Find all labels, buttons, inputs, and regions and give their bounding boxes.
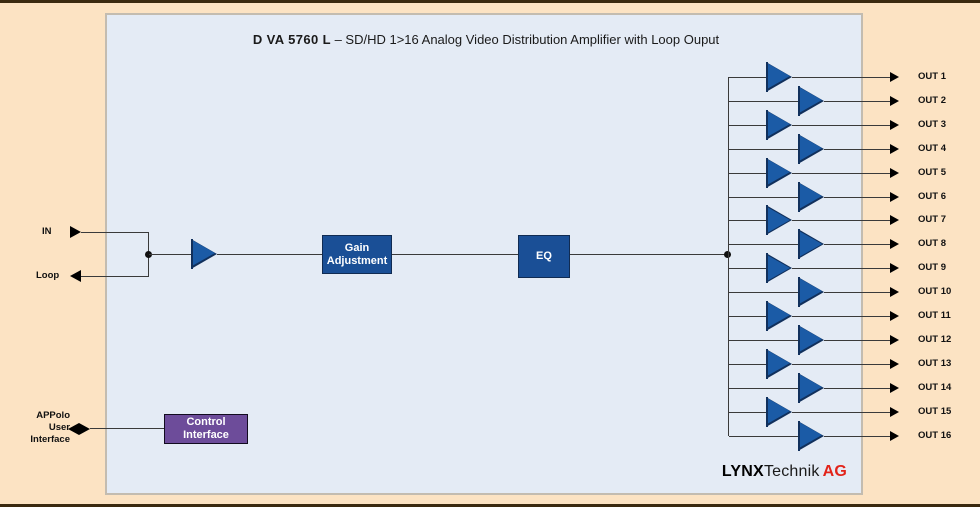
in-arrow-icon (70, 226, 81, 238)
output-bus-tap-line (729, 124, 766, 126)
control-interface-label: Control Interface (183, 416, 229, 441)
output-signal-line (824, 339, 890, 341)
output-bus-tap-line (729, 411, 766, 413)
output-arrow-icon (890, 263, 899, 274)
output-label-10: OUT 10 (918, 286, 952, 298)
logo-lynx-text: LYNX (721, 463, 764, 480)
product-description: – SD/HD 1>16 Analog Video Distribution A… (334, 32, 720, 47)
output-label-3: OUT 3 (918, 118, 946, 130)
output-signal-line (792, 124, 890, 126)
output-signal-line (792, 316, 890, 317)
output-signal-line (792, 363, 890, 365)
input-junction-node (145, 251, 152, 258)
output-arrow-icon (890, 430, 899, 441)
output-label-4: OUT 4 (918, 142, 946, 154)
appolo-user-interface-label: APPolo User Interface (30, 410, 70, 445)
output-label-2: OUT 2 (918, 94, 946, 106)
output-bus-tap-line (729, 148, 798, 150)
output-label-13: OUT 13 (918, 357, 952, 369)
output-signal-line (792, 77, 890, 78)
eq-label: EQ (536, 250, 552, 262)
loop-port-label: Loop (36, 270, 60, 281)
eq-to-bus-line (570, 254, 731, 255)
amp-to-gain-line (217, 254, 324, 255)
output-label-5: OUT 5 (918, 166, 946, 178)
output-signal-line (824, 196, 890, 198)
eq-block[interactable]: EQ (518, 235, 570, 278)
output-bus-tap-line (729, 220, 766, 222)
output-signal-line (824, 244, 890, 246)
output-label-15: OUT 15 (918, 405, 952, 417)
output-label-12: OUT 12 (918, 333, 952, 345)
output-arrow-icon (890, 358, 899, 369)
in-signal-line (81, 232, 149, 233)
in-port-label: IN (42, 226, 52, 237)
output-arrow-icon (890, 334, 899, 345)
output-label-11: OUT 11 (918, 310, 951, 321)
output-arrow-icon (890, 215, 899, 226)
output-arrow-icon (890, 119, 899, 130)
output-arrow-icon (890, 143, 899, 154)
output-bus-tap-line (729, 100, 798, 102)
input-to-amp-line (149, 254, 193, 255)
output-signal-line (824, 387, 890, 389)
output-arrow-icon (890, 72, 899, 82)
loop-signal-line (81, 276, 149, 277)
gain-to-eq-line (392, 254, 518, 255)
output-bus-tap-line (729, 77, 766, 78)
output-signal-line (792, 411, 890, 413)
output-label-1: OUT 1 (918, 71, 946, 82)
output-arrow-icon (890, 95, 899, 106)
output-label-9: OUT 9 (918, 262, 946, 274)
output-arrow-icon (890, 191, 899, 202)
logo-ag-text: AG (822, 463, 847, 480)
output-arrow-icon (890, 239, 899, 250)
output-signal-line (824, 435, 890, 437)
output-bus-tap-line (729, 268, 766, 270)
output-bus-tap-line (729, 363, 766, 365)
logo-technik-text: Technik (763, 463, 820, 480)
output-arrow-icon (890, 406, 899, 417)
output-label-6: OUT 6 (918, 190, 946, 202)
output-bus-tap-line (729, 196, 798, 198)
output-bus-tap-line (729, 316, 766, 317)
control-interface-block[interactable]: Control Interface (164, 414, 248, 444)
bidirectional-arrow-icon (68, 422, 92, 436)
output-label-16: OUT 16 (918, 429, 952, 441)
output-arrow-icon (890, 382, 899, 393)
output-signal-line (792, 268, 890, 270)
output-signal-line (792, 220, 890, 222)
distribution-bus-node (724, 251, 731, 258)
gain-adjustment-label: Gain Adjustment (326, 241, 388, 267)
output-bus-tap-line (729, 172, 766, 174)
page-title: D VA 5760 L – SD/HD 1>16 Analog Video Di… (107, 32, 865, 47)
control-interface-line (90, 428, 164, 429)
output-bus-tap-line (729, 387, 798, 389)
output-arrow-icon (890, 311, 899, 321)
output-bus-tap-line (729, 244, 798, 246)
output-arrow-icon (890, 167, 899, 178)
output-label-8: OUT 8 (918, 238, 946, 250)
output-arrow-icon (890, 287, 899, 298)
output-bus-tap-line (729, 435, 798, 437)
output-bus-tap-line (729, 292, 798, 294)
gain-adjustment-block[interactable]: Gain Adjustment (322, 235, 392, 274)
output-label-7: OUT 7 (918, 214, 946, 226)
loop-arrow-icon (70, 270, 81, 282)
output-signal-line (792, 172, 890, 174)
distribution-bus (728, 77, 729, 436)
output-signal-line (824, 292, 890, 294)
output-bus-tap-line (729, 339, 798, 341)
product-model: D VA 5760 L (252, 32, 331, 47)
output-signal-line (824, 100, 890, 102)
output-label-14: OUT 14 (918, 381, 952, 393)
output-signal-line (824, 148, 890, 150)
